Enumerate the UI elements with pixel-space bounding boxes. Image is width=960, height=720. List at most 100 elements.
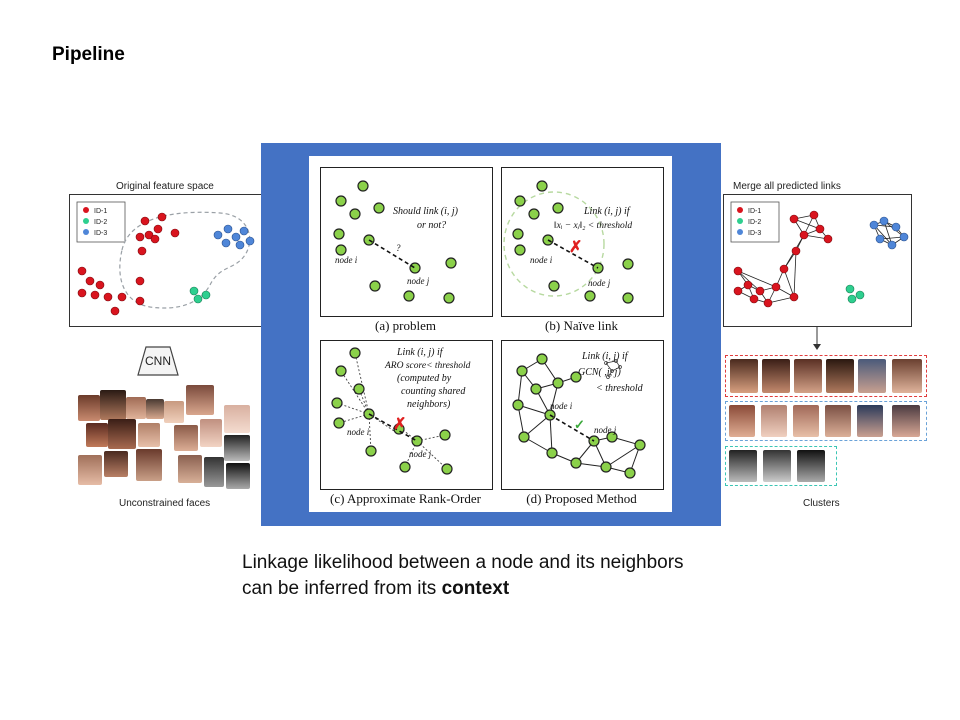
face-thumbnail: [186, 385, 214, 415]
panel-b-text1: Link (i, j) if: [583, 206, 631, 217]
feature-space-panel: ID-1 ID-2 ID-3: [69, 194, 265, 327]
face-thumbnail: [858, 359, 886, 393]
panel-c-text5: neighbors): [407, 399, 451, 410]
panel-b-plot: ✗ Link (i, j) if ‖xᵢ − xⱼ‖₂ < threshold …: [503, 180, 634, 304]
face-thumbnail: [729, 405, 755, 437]
accept-check-icon: ✓: [574, 417, 585, 432]
panel-a-text2: or not?: [417, 220, 446, 231]
panel-c-plot: ✗ Link (i, j) if ARO score< threshold (c…: [331, 347, 471, 475]
panel-c-text4: counting shared: [401, 386, 466, 397]
panel-d-node-j: node j: [594, 425, 617, 435]
face-thumbnail: [825, 405, 851, 437]
panel-b-node-i: node i: [530, 255, 553, 265]
slide-title: Pipeline: [52, 44, 125, 65]
panel-d-node-i: node i: [550, 401, 573, 411]
clusters-label: Clusters: [803, 498, 840, 509]
face-thumbnail: [226, 463, 250, 489]
id3-points: [213, 224, 255, 250]
faces-collage: [78, 385, 254, 490]
legend-id2-dot: [737, 218, 743, 224]
panel-b-radius: [503, 191, 605, 297]
merged-links-plot: ID-1 ID-2 ID-3: [730, 201, 909, 308]
blue-cluster-nodes: [869, 216, 909, 250]
panel-d-plot: ✓ Link (i, j) if GCN( ,i, j) < threshold…: [512, 351, 646, 479]
face-thumbnail: [200, 419, 222, 447]
face-thumbnail: [729, 450, 757, 482]
face-thumbnail: [761, 405, 787, 437]
reject-cross-icon: ✗: [569, 239, 582, 256]
panel-c-text1: Link (i, j) if: [396, 347, 444, 358]
mini-graph-icon: [604, 359, 622, 379]
reject-cross-icon: ✗: [393, 416, 406, 433]
cnn-icon: [137, 346, 179, 376]
cluster-id1: [725, 355, 927, 397]
feature-space-plot: ID-1 ID-2 ID-3: [76, 201, 255, 316]
green-cluster-nodes: [845, 284, 865, 304]
arrow-down-icon: [813, 327, 821, 350]
face-thumbnail: [86, 423, 108, 447]
panel-d-text1: Link (i, j) if: [581, 351, 629, 362]
face-thumbnail: [178, 455, 202, 483]
panel-a: ? Should link (i, j) or not? node i node…: [320, 167, 493, 317]
face-thumbnail: [892, 405, 920, 437]
panel-d: ✓ Link (i, j) if GCN( ,i, j) < threshold…: [501, 340, 664, 490]
id2-points: [189, 286, 211, 304]
red-cluster-nodes: [733, 210, 833, 308]
panel-b: ✗ Link (i, j) if ‖xᵢ − xⱼ‖₂ < threshold …: [501, 167, 664, 317]
face-thumbnail: [146, 399, 164, 419]
panel-c-node-j: node j: [409, 449, 432, 459]
panel-b-caption: (b) Naïve link: [545, 318, 618, 333]
slide-body-text: Linkage likelihood between a node and it…: [242, 550, 684, 602]
face-thumbnail: [108, 419, 136, 449]
panel-b-node-j: node j: [588, 278, 611, 288]
panel-c-node-i: node i: [347, 427, 370, 437]
legend-id3-dot: [83, 229, 89, 235]
legend-id2: ID-2: [748, 219, 761, 226]
face-thumbnail: [100, 390, 126, 420]
face-thumbnail: [204, 457, 224, 487]
face-thumbnail: [136, 449, 162, 481]
face-thumbnail: [794, 359, 822, 393]
panel-a-text1: Should link (i, j): [393, 206, 459, 217]
body-line-2-bold: context: [441, 578, 510, 599]
panel-a-caption: (a) problem: [374, 318, 436, 333]
id1-points: [77, 212, 180, 316]
legend-id1: ID-1: [748, 208, 761, 215]
legend-id3: ID-3: [94, 230, 107, 237]
faces-label: Unconstrained faces: [119, 498, 211, 509]
body-line-2: can be inferred from its context: [242, 576, 684, 602]
face-thumbnail: [763, 450, 791, 482]
legend-id3-dot: [737, 229, 743, 235]
face-thumbnail: [224, 405, 250, 433]
merged-links-title: Merge all predicted links: [733, 181, 841, 192]
face-thumbnail: [793, 405, 819, 437]
panel-a-node-j: node j: [407, 276, 430, 286]
panel-c-text2: ARO score< threshold: [384, 361, 471, 371]
panel-b-text2: ‖xᵢ − xⱼ‖₂ < threshold: [554, 221, 632, 231]
face-thumbnail: [174, 425, 198, 451]
face-thumbnail: [164, 401, 184, 423]
cnn-label: CNN: [145, 354, 171, 368]
panel-a-nodes: [333, 180, 457, 304]
body-line-2-prefix: can be inferred from its: [242, 578, 442, 599]
body-line-1: Linkage likelihood between a node and it…: [242, 552, 684, 573]
legend-id2-dot: [83, 218, 89, 224]
face-thumbnail: [104, 451, 128, 477]
panel-d-nodes: [512, 353, 646, 479]
face-thumbnail: [892, 359, 922, 393]
face-thumbnail: [762, 359, 790, 393]
cluster-id3: [725, 446, 837, 486]
panel-a-node-i: node i: [335, 255, 358, 265]
face-thumbnail: [78, 395, 100, 421]
panel-d-text2: GCN( ,i, j): [578, 367, 621, 378]
panel-a-plot: ? Should link (i, j) or not? node i node…: [333, 180, 459, 304]
panel-c-caption: (c) Approximate Rank-Order: [330, 491, 481, 506]
panel-c-text3: (computed by: [397, 373, 452, 384]
face-thumbnail: [78, 455, 102, 485]
face-thumbnail: [857, 405, 883, 437]
face-thumbnail: [730, 359, 758, 393]
cluster-id2: [725, 401, 927, 441]
merged-links-panel: ID-1 ID-2 ID-3: [723, 194, 912, 327]
face-thumbnail: [826, 359, 854, 393]
legend-id3: ID-3: [748, 230, 761, 237]
